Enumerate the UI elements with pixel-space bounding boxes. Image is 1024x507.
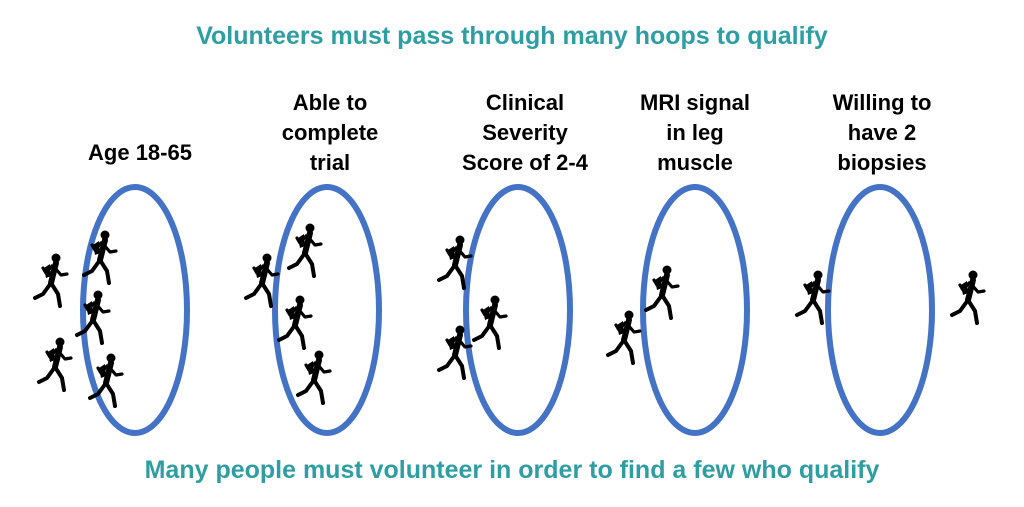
walking-person-icon <box>279 296 311 349</box>
hoop-ring-3 <box>463 184 573 436</box>
diagram-caption: Many people must volunteer in order to f… <box>144 456 880 484</box>
hoop-label-severity-score: Clinical Severity Score of 2-4 <box>462 90 588 175</box>
walking-person-icon <box>797 271 829 324</box>
walking-person-icon <box>298 351 330 404</box>
diagram-title: Volunteers must pass through many hoops … <box>196 22 828 50</box>
hoop-label-biopsies: Willing to have 2 biopsies <box>832 90 932 175</box>
walking-person-icon <box>474 296 506 349</box>
walking-person-icon <box>289 224 321 277</box>
walking-person-icon <box>39 338 71 391</box>
hoop-ring-4 <box>640 184 750 436</box>
walking-person-icon <box>952 271 984 324</box>
hoop-ring-2 <box>272 184 382 436</box>
walking-person-icon <box>608 311 640 364</box>
hoop-ring-1 <box>80 184 190 436</box>
walking-person-icon <box>35 254 67 307</box>
hoop-label-mri-signal: MRI signal in leg muscle <box>639 90 751 175</box>
walking-person-icon <box>646 266 678 319</box>
hoop-ring-5 <box>825 184 935 436</box>
hoop-label-age: Age 18-65 <box>88 140 192 165</box>
hoop-label-complete-trial: Able to complete trial <box>281 90 379 175</box>
